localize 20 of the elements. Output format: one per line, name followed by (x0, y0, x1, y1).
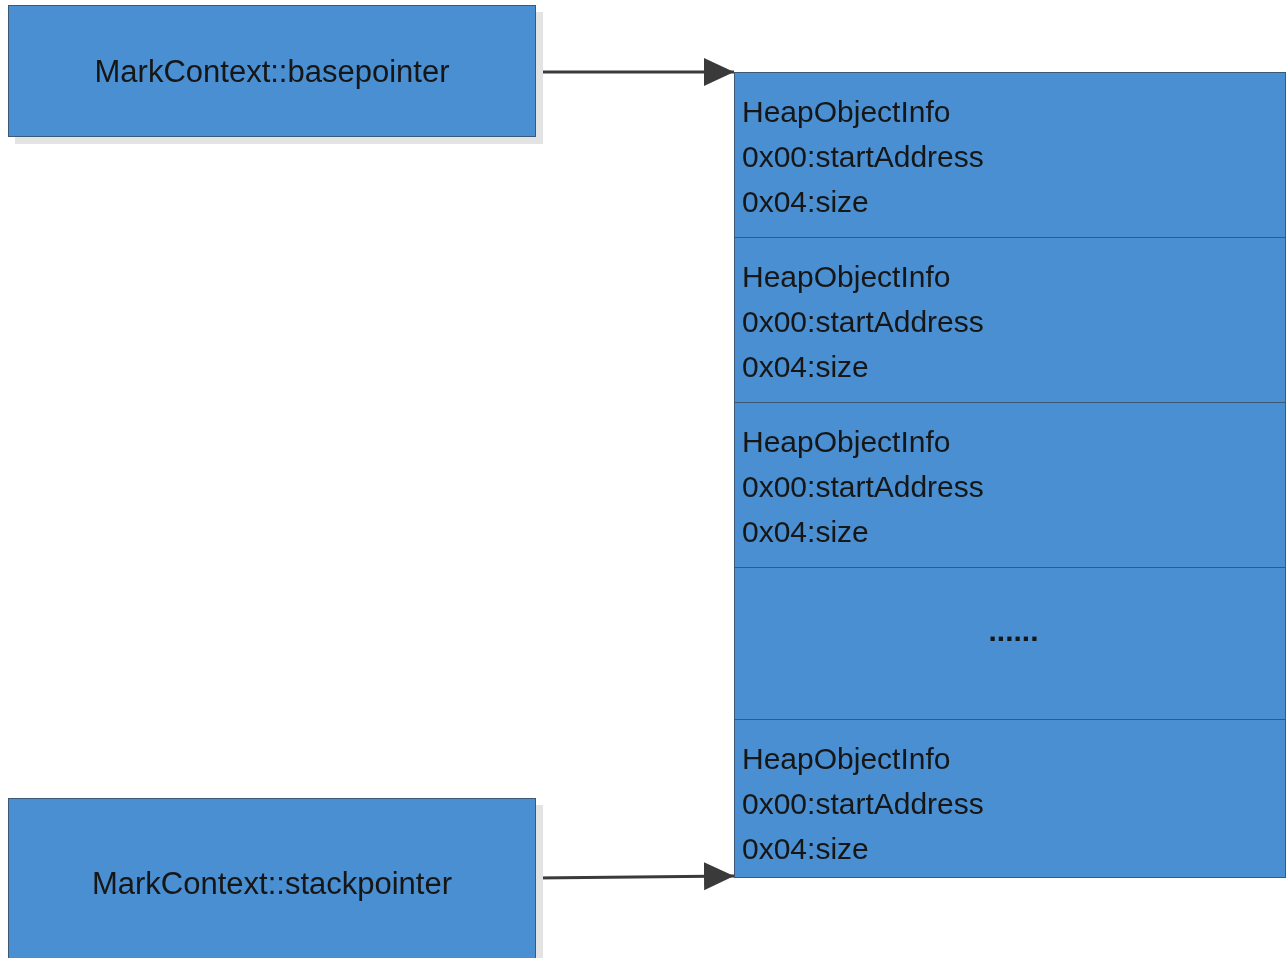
field-label: 0x04:size (742, 514, 870, 550)
field-label: 0x04:size (742, 184, 870, 220)
ellipsis-entry (734, 568, 1286, 720)
entry-title: HeapObjectInfo (742, 259, 952, 295)
heap-object-entry (734, 238, 1286, 403)
field-label: 0x00:startAddress (742, 139, 985, 175)
field-label: 0x04:size (742, 349, 870, 385)
field-label: 0x00:startAddress (742, 786, 985, 822)
pointer-label: MarkContext::basepointer (94, 52, 450, 91)
heap-object-entry (734, 720, 1286, 878)
field-label: 0x04:size (742, 831, 870, 867)
heap-object-entry (734, 72, 1286, 238)
entry-title: HeapObjectInfo (742, 94, 952, 130)
entry-title: HeapObjectInfo (742, 424, 952, 460)
heap-object-entry (734, 403, 1286, 568)
ellipsis-text: ...... (987, 613, 1040, 649)
entry-title: HeapObjectInfo (742, 741, 952, 777)
field-label: 0x00:startAddress (742, 304, 985, 340)
field-label: 0x00:startAddress (742, 469, 985, 505)
pointer-label: MarkContext::stackpointer (91, 864, 453, 903)
